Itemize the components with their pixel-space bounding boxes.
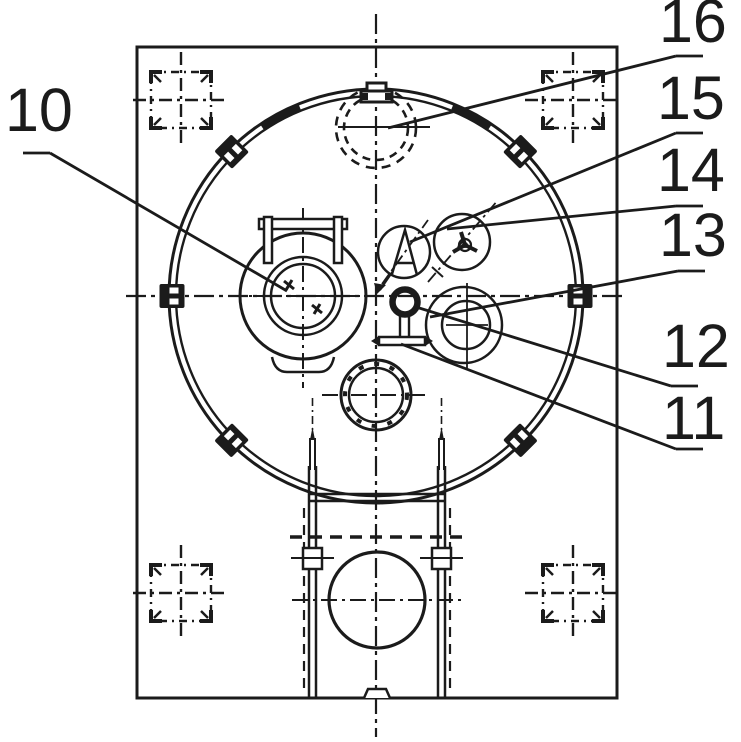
callout-label-15: 15: [657, 64, 725, 132]
leader-11: [400, 342, 677, 451]
leader-13: [429, 269, 679, 319]
callout-label-11: 11: [662, 384, 726, 452]
centerlines: [126, 14, 627, 737]
leader-16: [387, 54, 677, 130]
flanged-port-bottom: [322, 358, 430, 432]
port-13-nozzle: [424, 283, 504, 369]
port-10-manway: [228, 208, 380, 388]
corner-target-bottom-right: [523, 543, 623, 643]
callout-label-16: 16: [659, 0, 727, 55]
callout-label-10: 10: [5, 76, 73, 144]
leader-10: [49, 151, 288, 293]
support-assembly: [290, 398, 463, 699]
bottom-center-lug: [362, 687, 392, 699]
leader-lines: [23, 54, 705, 451]
port-15-valve-symbol: [374, 219, 432, 294]
port-14-agitator: [427, 199, 499, 283]
callout-label-12: 12: [662, 312, 730, 380]
port-16-top-nozzle: [334, 81, 430, 170]
corner-target-bottom-left: [131, 543, 231, 643]
callout-label-13: 13: [659, 201, 727, 269]
leader-15: [409, 131, 677, 244]
leader-14: [446, 204, 677, 231]
corner-target-top-right: [523, 50, 623, 150]
fitting-12-gland: [389, 286, 421, 337]
callout-label-14: 14: [657, 136, 725, 204]
corner-target-top-left: [131, 50, 231, 150]
leader-12: [415, 305, 672, 388]
